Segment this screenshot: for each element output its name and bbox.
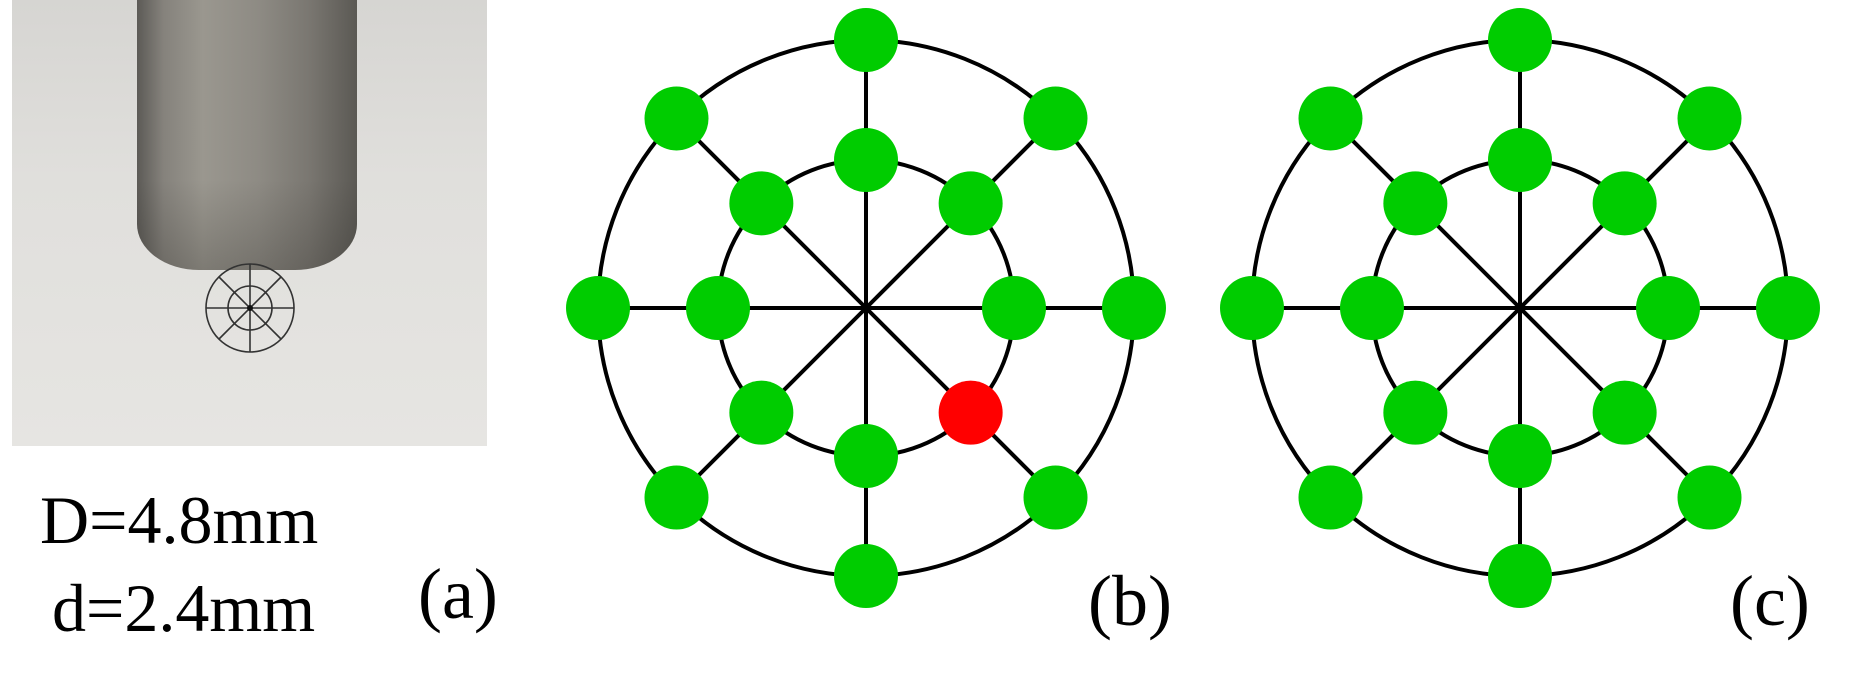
outer-point-bottom-right [1677, 465, 1742, 530]
outer-point-bottom [834, 544, 898, 608]
outer-point-top-right [1677, 86, 1742, 151]
outer-point-right [1756, 276, 1820, 340]
inner-point-bottom-left [729, 380, 794, 445]
outer-point-bottom-left [1298, 465, 1363, 530]
outer-point-left [1220, 276, 1284, 340]
inner-point-top-right [1592, 171, 1657, 236]
inner-point-bottom [834, 424, 898, 488]
outer-point-bottom-left [644, 465, 709, 530]
panel-c-caption: (c) [1730, 561, 1810, 641]
inner-point-right [1636, 276, 1700, 340]
outer-point-top [1488, 8, 1552, 72]
panel-b-caption: (b) [1088, 561, 1172, 641]
highlighted-point-bottom-right [938, 380, 1003, 445]
outer-point-top [834, 8, 898, 72]
outer-point-left [566, 276, 630, 340]
inner-point-left [1340, 276, 1404, 340]
outer-point-bottom-right [1023, 465, 1088, 530]
outer-point-bottom [1488, 544, 1552, 608]
inner-point-right [982, 276, 1046, 340]
inner-point-bottom-left [1383, 380, 1448, 445]
rod-shaft [137, 0, 357, 270]
engraved-grid-mark [205, 263, 295, 353]
outer-diameter-label: D=4.8mm [40, 482, 319, 558]
sample-photo [12, 0, 487, 446]
inner-point-top-right [938, 171, 1003, 236]
inner-diameter-label: d=2.4mm [52, 570, 316, 646]
outer-point-top-left [1298, 86, 1363, 151]
inner-point-top-left [1383, 171, 1448, 236]
inner-point-bottom-right [1592, 380, 1657, 445]
panel-c-grid [1220, 8, 1820, 608]
inner-point-bottom [1488, 424, 1552, 488]
outer-point-top-left [644, 86, 709, 151]
inner-point-top [834, 128, 898, 192]
outer-point-right [1102, 276, 1166, 340]
inner-point-top-left [729, 171, 794, 236]
inner-point-top [1488, 128, 1552, 192]
inner-point-left [686, 276, 750, 340]
panel-b-grid [566, 8, 1166, 608]
outer-point-top-right [1023, 86, 1088, 151]
panel-a-caption: (a) [418, 554, 498, 634]
